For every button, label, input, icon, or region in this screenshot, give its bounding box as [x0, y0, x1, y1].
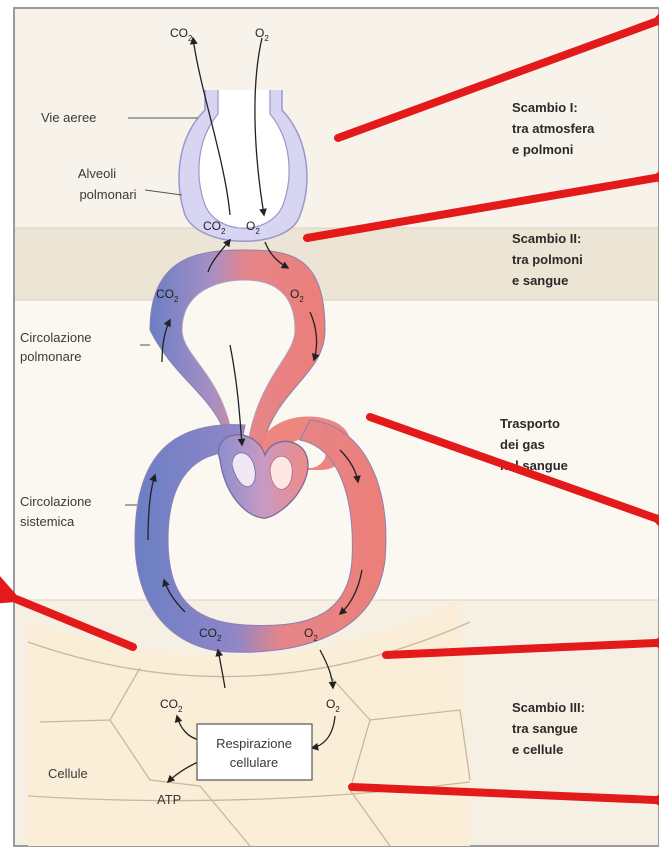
respiration-label-1: Respirazione: [216, 736, 292, 751]
cell-respiration-box: Respirazione cellulare: [197, 724, 312, 780]
label-systemic-2: sistemica: [20, 514, 75, 529]
label-airways: Vie aeree: [41, 110, 96, 125]
label-pulmonary-1: Circolazione: [20, 330, 92, 345]
label-atp: ATP: [157, 792, 181, 807]
label-systemic-1: Circolazione: [20, 494, 92, 509]
label-cells: Cellule: [48, 766, 88, 781]
respiration-label-2: cellulare: [230, 755, 278, 770]
label-alveoli-2: polmonari: [79, 187, 136, 202]
label-pulmonary-2: polmonare: [20, 349, 81, 364]
label-alveoli-1: Alveoli: [78, 166, 116, 181]
